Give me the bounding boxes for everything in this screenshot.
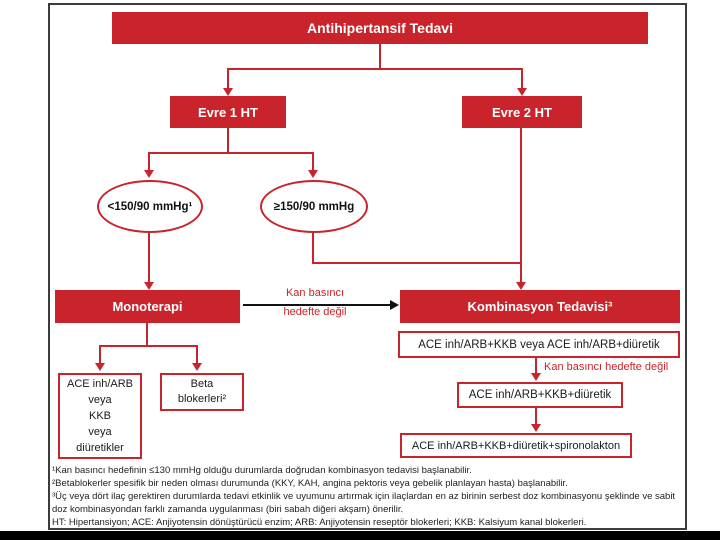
connector-line xyxy=(227,128,229,154)
arrowhead-down-icon xyxy=(531,373,541,381)
arrowhead-down-icon xyxy=(223,88,233,96)
bp-below-target-ellipse: <150/90 mmHg¹ xyxy=(97,180,203,233)
arrowhead-down-icon xyxy=(531,424,541,432)
mono-drugs-line: KKB xyxy=(88,410,111,422)
connector-line xyxy=(148,154,150,171)
bp-above-target-ellipse: ≥150/90 mmHg xyxy=(260,180,368,233)
arrowhead-down-icon xyxy=(516,282,526,290)
combo-step1-box: ACE inh/ARB+KKB veya ACE inh/ARB+diüreti… xyxy=(398,331,680,358)
connector-line xyxy=(196,347,198,364)
title-box: Antihipertansif Tedavi xyxy=(112,12,648,44)
bp-not-at-target-label-line1: Kan basıncı xyxy=(285,287,345,299)
connector-line xyxy=(312,233,314,264)
arrowhead-down-icon xyxy=(192,363,202,371)
stage2-ht-box: Evre 2 HT xyxy=(462,96,582,128)
beta-blockers-line: Beta xyxy=(190,378,214,390)
footnote-2: ²Betablokerler spesifik bir neden olması… xyxy=(52,478,568,489)
connector-line xyxy=(312,154,314,171)
arrowhead-right-icon xyxy=(390,300,399,310)
connector-line xyxy=(535,408,537,425)
mono-drugs-line: ACE inh/ARB xyxy=(66,378,134,390)
footnote-abbreviations: HT: Hipertansiyon; ACE: Anjiyotensin dön… xyxy=(52,517,587,528)
bottom-black-bar xyxy=(0,531,720,540)
arrowhead-down-icon xyxy=(308,170,318,178)
arrowhead-down-icon xyxy=(144,170,154,178)
combination-therapy-box: Kombinasyon Tedavisi³ xyxy=(400,290,680,323)
arrowhead-down-icon xyxy=(95,363,105,371)
connector-line xyxy=(520,128,522,283)
mono-drugs-line: veya xyxy=(88,426,112,438)
bp-not-at-target-inline-label: Kan basıncı hedefte değil xyxy=(544,361,669,373)
connector-line xyxy=(312,262,522,264)
combo-step2-box: ACE inh/ARB+KKB+diüretik xyxy=(457,382,623,408)
arrowhead-down-icon xyxy=(144,282,154,290)
connector-line xyxy=(535,358,537,374)
bp-not-at-target-label-line2: hedefte değil xyxy=(283,306,347,318)
mono-drugs-line: veya xyxy=(88,394,112,406)
connector-line xyxy=(146,323,148,347)
beta-blockers-line: blokerleri² xyxy=(177,393,227,405)
stage1-ht-box: Evre 1 HT xyxy=(170,96,286,128)
monotherapy-box: Monoterapi xyxy=(55,290,240,323)
beta-blockers-box: Beta blokerleri² xyxy=(160,373,244,411)
mono-drugs-line: diüretikler xyxy=(76,442,124,454)
footnotes: ¹Kan basıncı hedefinin ≤130 mmHg olduğu … xyxy=(52,464,680,529)
footnote-1: ¹Kan basıncı hedefinin ≤130 mmHg olduğu … xyxy=(52,465,472,476)
connector-line xyxy=(379,44,381,69)
connector-line xyxy=(99,345,198,347)
arrowhead-down-icon xyxy=(517,88,527,96)
connector-line xyxy=(148,233,150,283)
connector-line xyxy=(227,68,523,70)
footnote-3: ³Üç veya dört ilaç gerektiren durumlarda… xyxy=(52,491,676,515)
mono-drugs-box: ACE inh/ARB veya KKB veya diüretikler xyxy=(58,373,142,459)
connector-line xyxy=(521,70,523,89)
connector-line xyxy=(99,347,101,364)
transfer-arrow-line xyxy=(243,304,391,306)
connector-line xyxy=(227,70,229,89)
combo-step3-box: ACE inh/ARB+KKB+diüretik+spironolakton xyxy=(400,433,632,458)
connector-line xyxy=(148,152,314,154)
